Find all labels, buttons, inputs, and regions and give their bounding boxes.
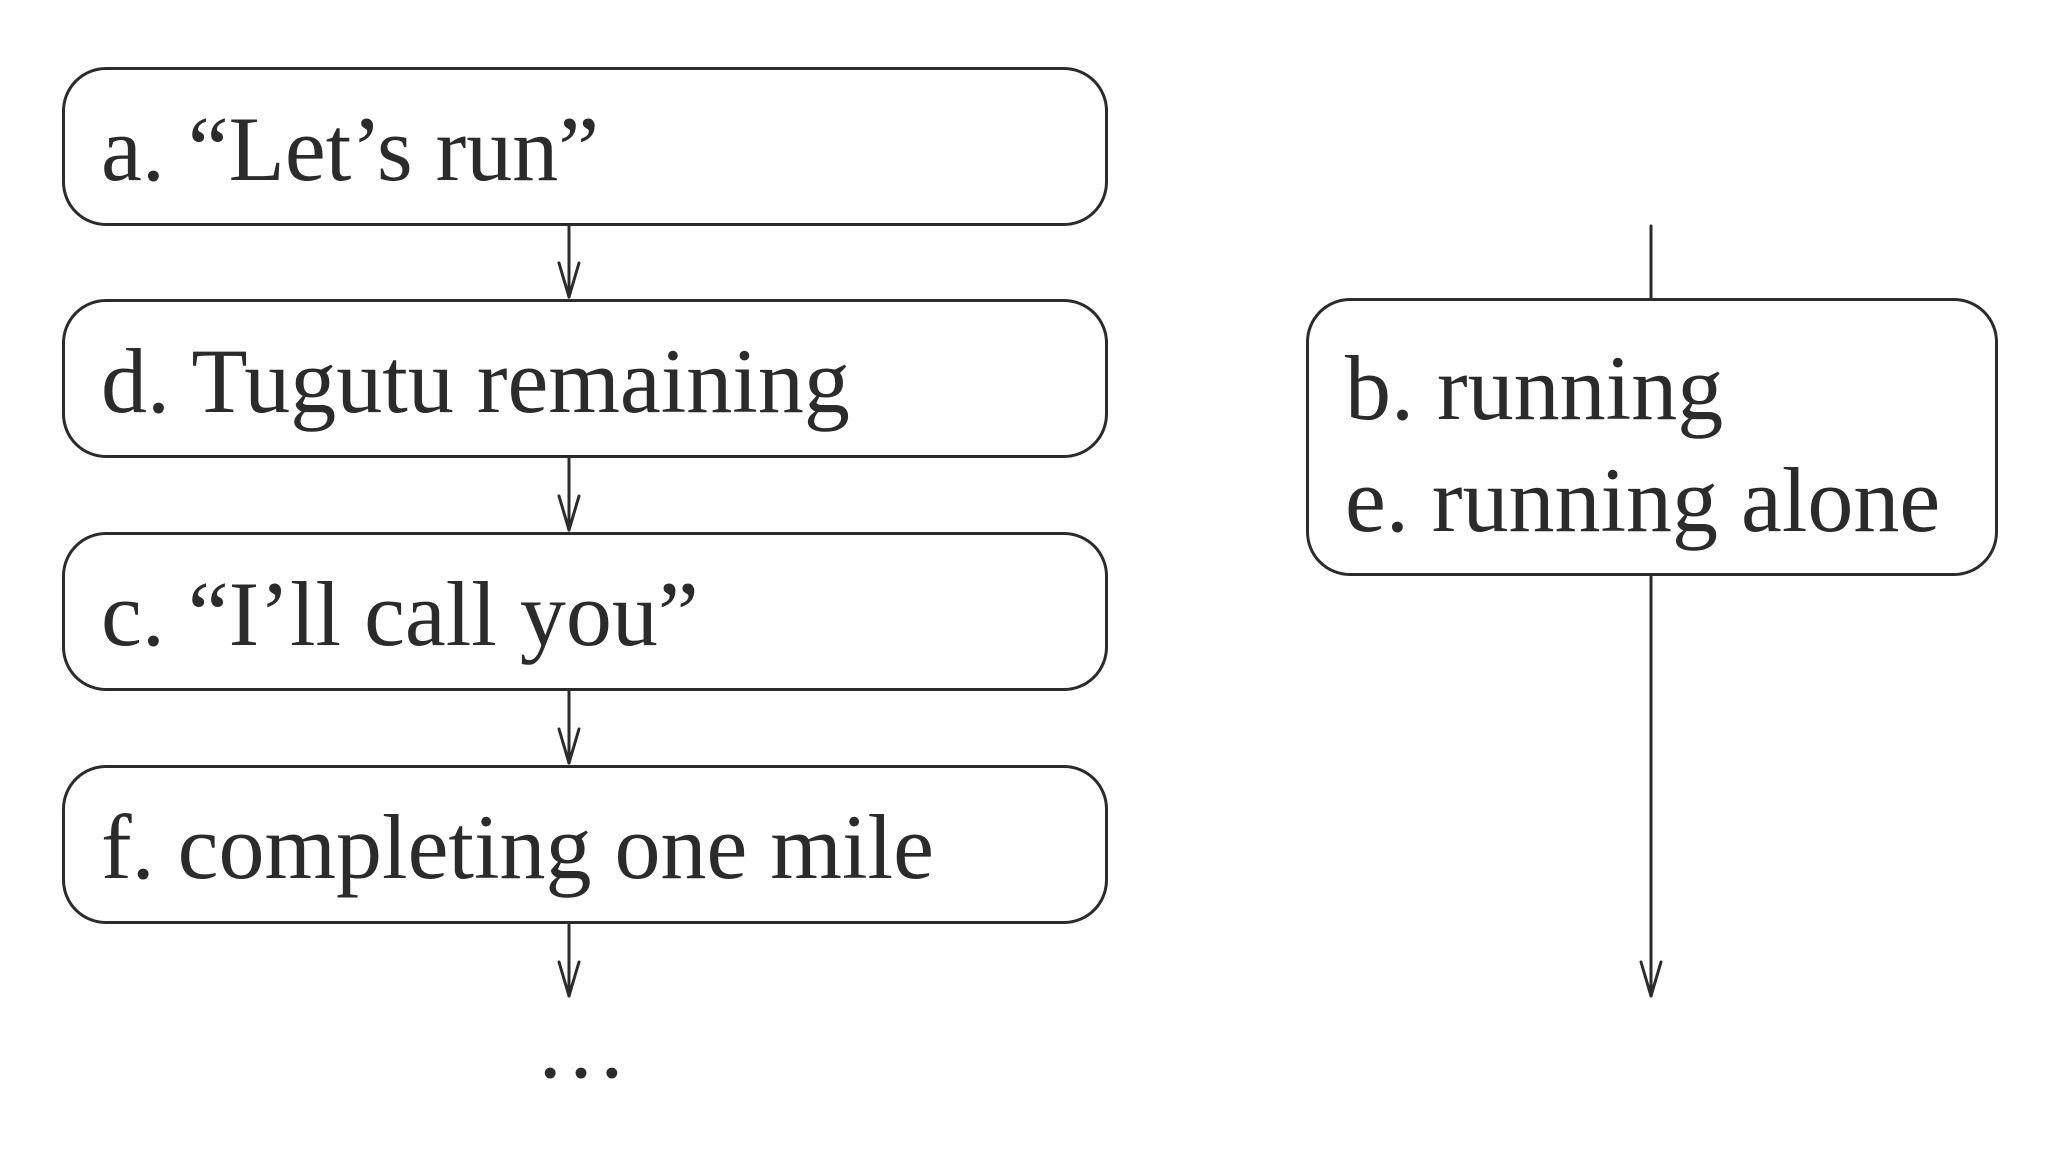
arrowhead-a-to-d [557,261,581,299]
node-c: c. “I’ll call you” [62,532,1108,691]
node-c-label: c. “I’ll call you” [101,563,699,665]
node-b-e: b. running e. running alone [1306,298,1998,576]
sequence-continuation-ellipsis: … [535,995,627,1097]
node-a-label: a. “Let’s run” [101,98,600,200]
arrowhead-f-to-continuation [557,960,581,998]
node-b-label: b. running [1345,337,1724,439]
node-f: f. completing one mile [62,765,1108,924]
arrowhead-c-to-f [557,727,581,765]
node-f-label: f. completing one mile [101,796,934,898]
node-d: d. Tugutu remaining [62,299,1108,458]
arrowhead-d-to-c [557,494,581,532]
node-a: a. “Let’s run” [62,67,1108,226]
node-e-label: e. running alone [1345,449,1941,551]
node-d-label: d. Tugutu remaining [101,330,850,432]
right-outgoing-arrowhead [1639,960,1663,998]
